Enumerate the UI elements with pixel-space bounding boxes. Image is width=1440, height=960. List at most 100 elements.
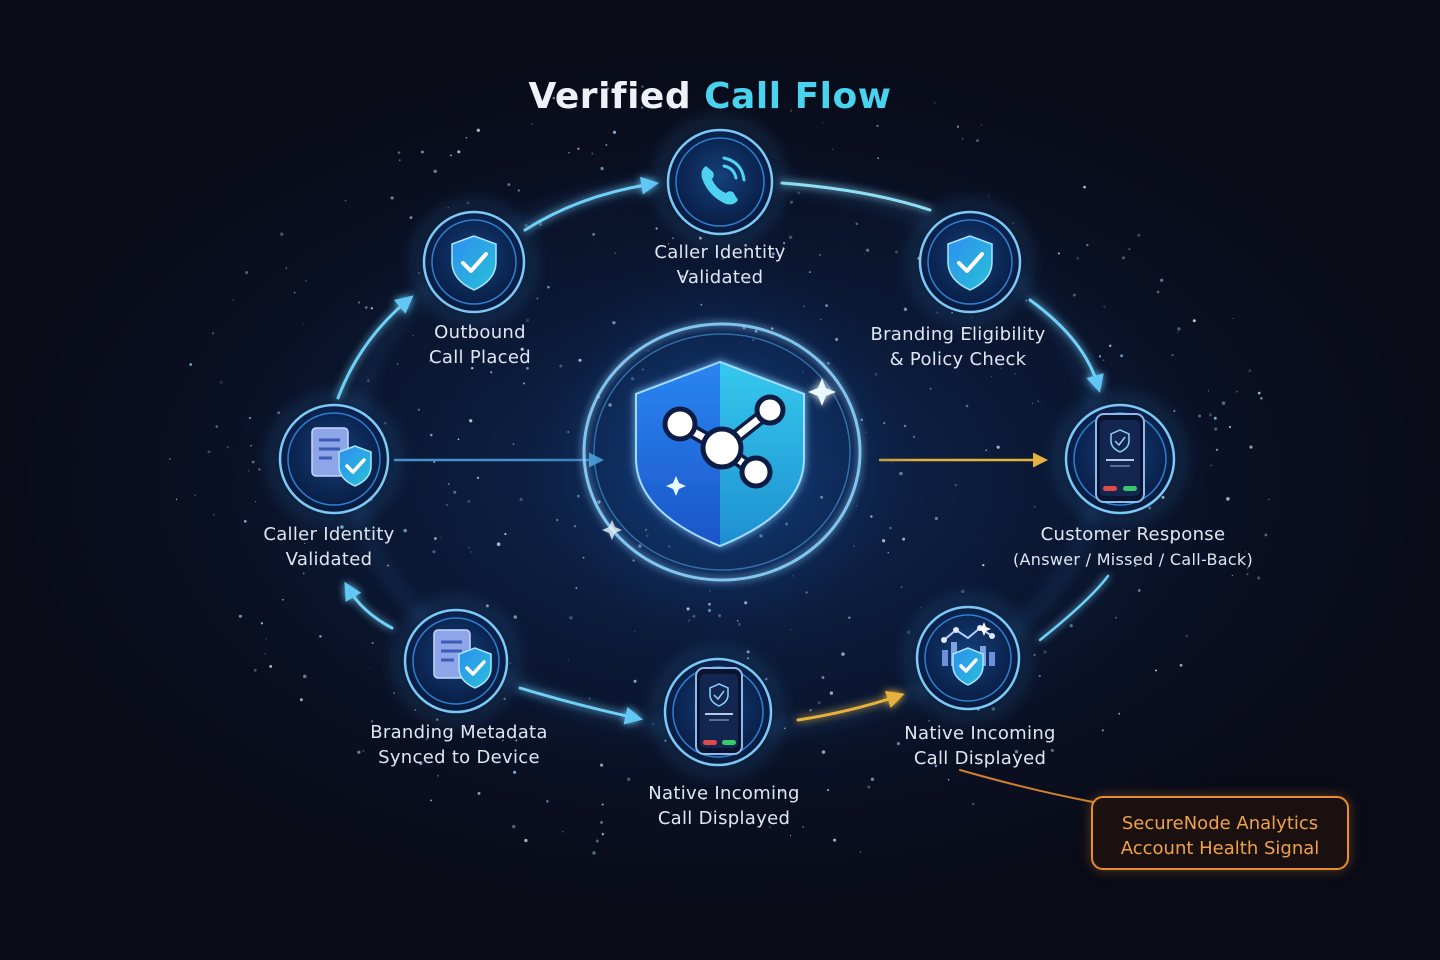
star-dot: [453, 490, 457, 494]
star-dot: [457, 438, 460, 441]
star-dot: [1072, 293, 1076, 297]
star-dot: [1245, 551, 1247, 553]
star-dot: [194, 494, 196, 497]
star-dot: [972, 362, 974, 364]
star-dot: [1228, 425, 1232, 429]
star-dot: [251, 460, 255, 464]
star-dot: [1260, 397, 1263, 400]
star-dot: [1038, 674, 1041, 678]
star-dot: [207, 450, 211, 454]
star-dot: [929, 387, 932, 390]
star-dot: [1192, 319, 1196, 323]
star-dot: [990, 375, 993, 378]
node-right: [1056, 395, 1184, 523]
star-dot: [1226, 497, 1230, 501]
star-dot: [987, 196, 989, 198]
title-part-1: Verified: [528, 76, 692, 117]
star-dot: [789, 835, 792, 837]
star-dot: [1246, 573, 1249, 576]
star-dot: [821, 750, 826, 754]
node-label-line: Call Displayed: [657, 808, 791, 829]
star-dot: [822, 122, 824, 124]
star-dot: [912, 352, 914, 354]
star-dot: [1185, 634, 1189, 638]
star-dot: [432, 550, 436, 554]
star-dot: [1033, 505, 1036, 508]
star-dot: [561, 830, 564, 833]
star-dot: [954, 484, 957, 487]
star-dot: [1128, 248, 1131, 251]
star-dot: [1214, 427, 1218, 431]
star-dot: [855, 222, 859, 226]
star-dot: [790, 200, 793, 204]
star-dot: [655, 227, 658, 230]
star-dot: [440, 537, 442, 539]
star-dot: [1169, 540, 1173, 544]
arrow-metadata-to-native: [518, 686, 644, 725]
star-dot: [1108, 344, 1112, 348]
star-dot: [396, 363, 399, 365]
star-dot: [467, 500, 471, 503]
star-dot: [512, 443, 515, 446]
star-dot: [264, 653, 266, 655]
star-dot: [175, 498, 178, 501]
star-dot: [371, 641, 374, 645]
star-dot: [417, 408, 420, 411]
star-dot: [614, 252, 616, 254]
star-dot: [520, 347, 524, 351]
star-dot: [934, 516, 939, 521]
star-dot: [1207, 390, 1210, 392]
star-dot: [168, 457, 171, 461]
star-dot: [1173, 409, 1176, 413]
star-dot: [809, 709, 812, 712]
star-dot: [1025, 299, 1028, 302]
node-label-line: Call Placed: [429, 347, 531, 368]
star-dot: [743, 96, 746, 99]
star-dot: [782, 246, 785, 249]
node-label-line: Branding Eligibility: [870, 324, 1046, 345]
star-dot: [601, 803, 604, 806]
node-label-top: Caller Identity Validated: [654, 240, 785, 290]
star-dot: [437, 775, 439, 777]
star-dot: [817, 701, 821, 705]
node-left: [270, 395, 398, 523]
star-dot: [524, 838, 528, 843]
node-label-line: Call Displayed: [913, 748, 1047, 769]
star-dot: [641, 106, 644, 109]
star-dot: [934, 101, 936, 104]
star-dot: [577, 147, 580, 150]
node-label-upper-left: Outbound Call Placed: [429, 320, 531, 370]
node-label-line: & Policy Check: [889, 349, 1027, 370]
star-dot: [304, 542, 306, 544]
star-dot: [567, 658, 570, 661]
star-dot: [490, 371, 493, 374]
star-dot: [876, 124, 879, 127]
star-dot: [277, 411, 281, 415]
star-dot: [1121, 256, 1126, 260]
star-dot: [985, 449, 988, 452]
star-dot: [293, 291, 296, 294]
star-dot: [434, 537, 437, 540]
star-dot: [900, 586, 903, 588]
star-dot: [818, 253, 822, 257]
callout-line-1: SecureNode Analytics: [1121, 813, 1319, 834]
star-dot: [833, 838, 837, 842]
star-dot: [1248, 369, 1252, 373]
arrow-left-to-outbound: [336, 295, 414, 400]
star-dot: [364, 306, 368, 309]
star-dot: [1069, 624, 1073, 628]
star-dot: [552, 96, 556, 100]
star-dot: [1268, 498, 1270, 501]
star-dot: [595, 839, 599, 843]
star-dot: [1257, 576, 1261, 580]
star-dot: [536, 297, 539, 300]
star-dot: [390, 196, 394, 200]
star-dot: [344, 199, 347, 202]
star-dot: [265, 638, 268, 640]
star-dot: [633, 679, 637, 683]
callout-leader-line: [959, 769, 1094, 803]
star-dot: [906, 630, 911, 634]
star-dot: [606, 87, 610, 91]
